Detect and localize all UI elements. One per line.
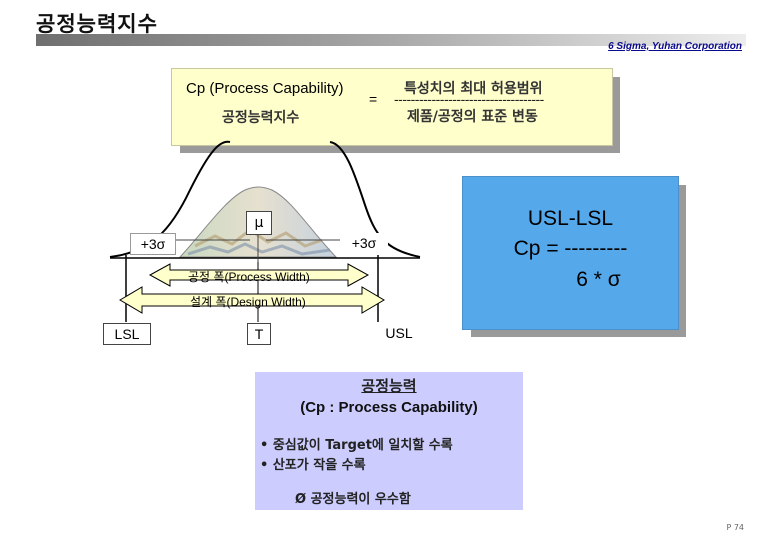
usl-label: USL: [376, 323, 422, 343]
formula-right-top: 특성치의 최대 허용범위: [404, 81, 543, 97]
right-sigma-label: +3σ: [340, 233, 388, 253]
formula-left-bottom: 공정능력지수: [222, 110, 300, 126]
cp-denominator: 6 * σ: [576, 268, 621, 291]
bell-fill-texture-2: [187, 242, 331, 256]
capability-title: 공정능력: [361, 377, 417, 395]
capability-box: 공정능력 (Cp : Process Capability) • 중심값이 Ta…: [255, 372, 523, 510]
mu-label: μ: [246, 211, 272, 235]
lsl-label: LSL: [103, 323, 151, 345]
formula-divider: ------------------------------------: [394, 91, 544, 107]
design-width-arrow: [119, 286, 385, 314]
target-label: T: [247, 323, 271, 345]
formula-left-top: Cp (Process Capability): [186, 80, 344, 97]
formula-equals: =: [369, 91, 378, 107]
cp-fraction-line: Cp = ---------: [513, 237, 628, 260]
design-width-label: 설계 폭(Design Width): [190, 295, 306, 309]
formula-box: Cp (Process Capability) 공정능력지수 = 특성치의 최대…: [171, 68, 613, 146]
capability-conclusion: Ø 공정능력이 우수함: [295, 492, 411, 507]
page-title: 공정능력지수: [36, 12, 158, 36]
formula-right-bottom: 제품/공정의 표준 변동: [407, 109, 538, 125]
cp-numerator: USL-LSL: [527, 207, 614, 230]
process-width-label: 공정 폭(Process Width): [188, 270, 310, 284]
capability-bullet: • 산포가 작을 수록: [260, 458, 366, 473]
page-number: P 74: [726, 523, 744, 532]
cp-formula-box: USL-LSL Cp = --------- 6 * σ: [462, 176, 679, 330]
bell-fill-texture: [194, 228, 323, 248]
left-sigma-label: +3σ: [130, 233, 176, 255]
corporation-label: 6 Sigma, Yuhan Corporation: [608, 41, 742, 52]
capability-bullet: • 중심값이 Target에 일치할 수록: [260, 438, 453, 453]
capability-subtitle: (Cp : Process Capability): [300, 399, 478, 416]
bell-curve-right: [329, 141, 421, 258]
title-gradient-bar: [36, 34, 746, 46]
process-width-arrow: [148, 263, 370, 287]
